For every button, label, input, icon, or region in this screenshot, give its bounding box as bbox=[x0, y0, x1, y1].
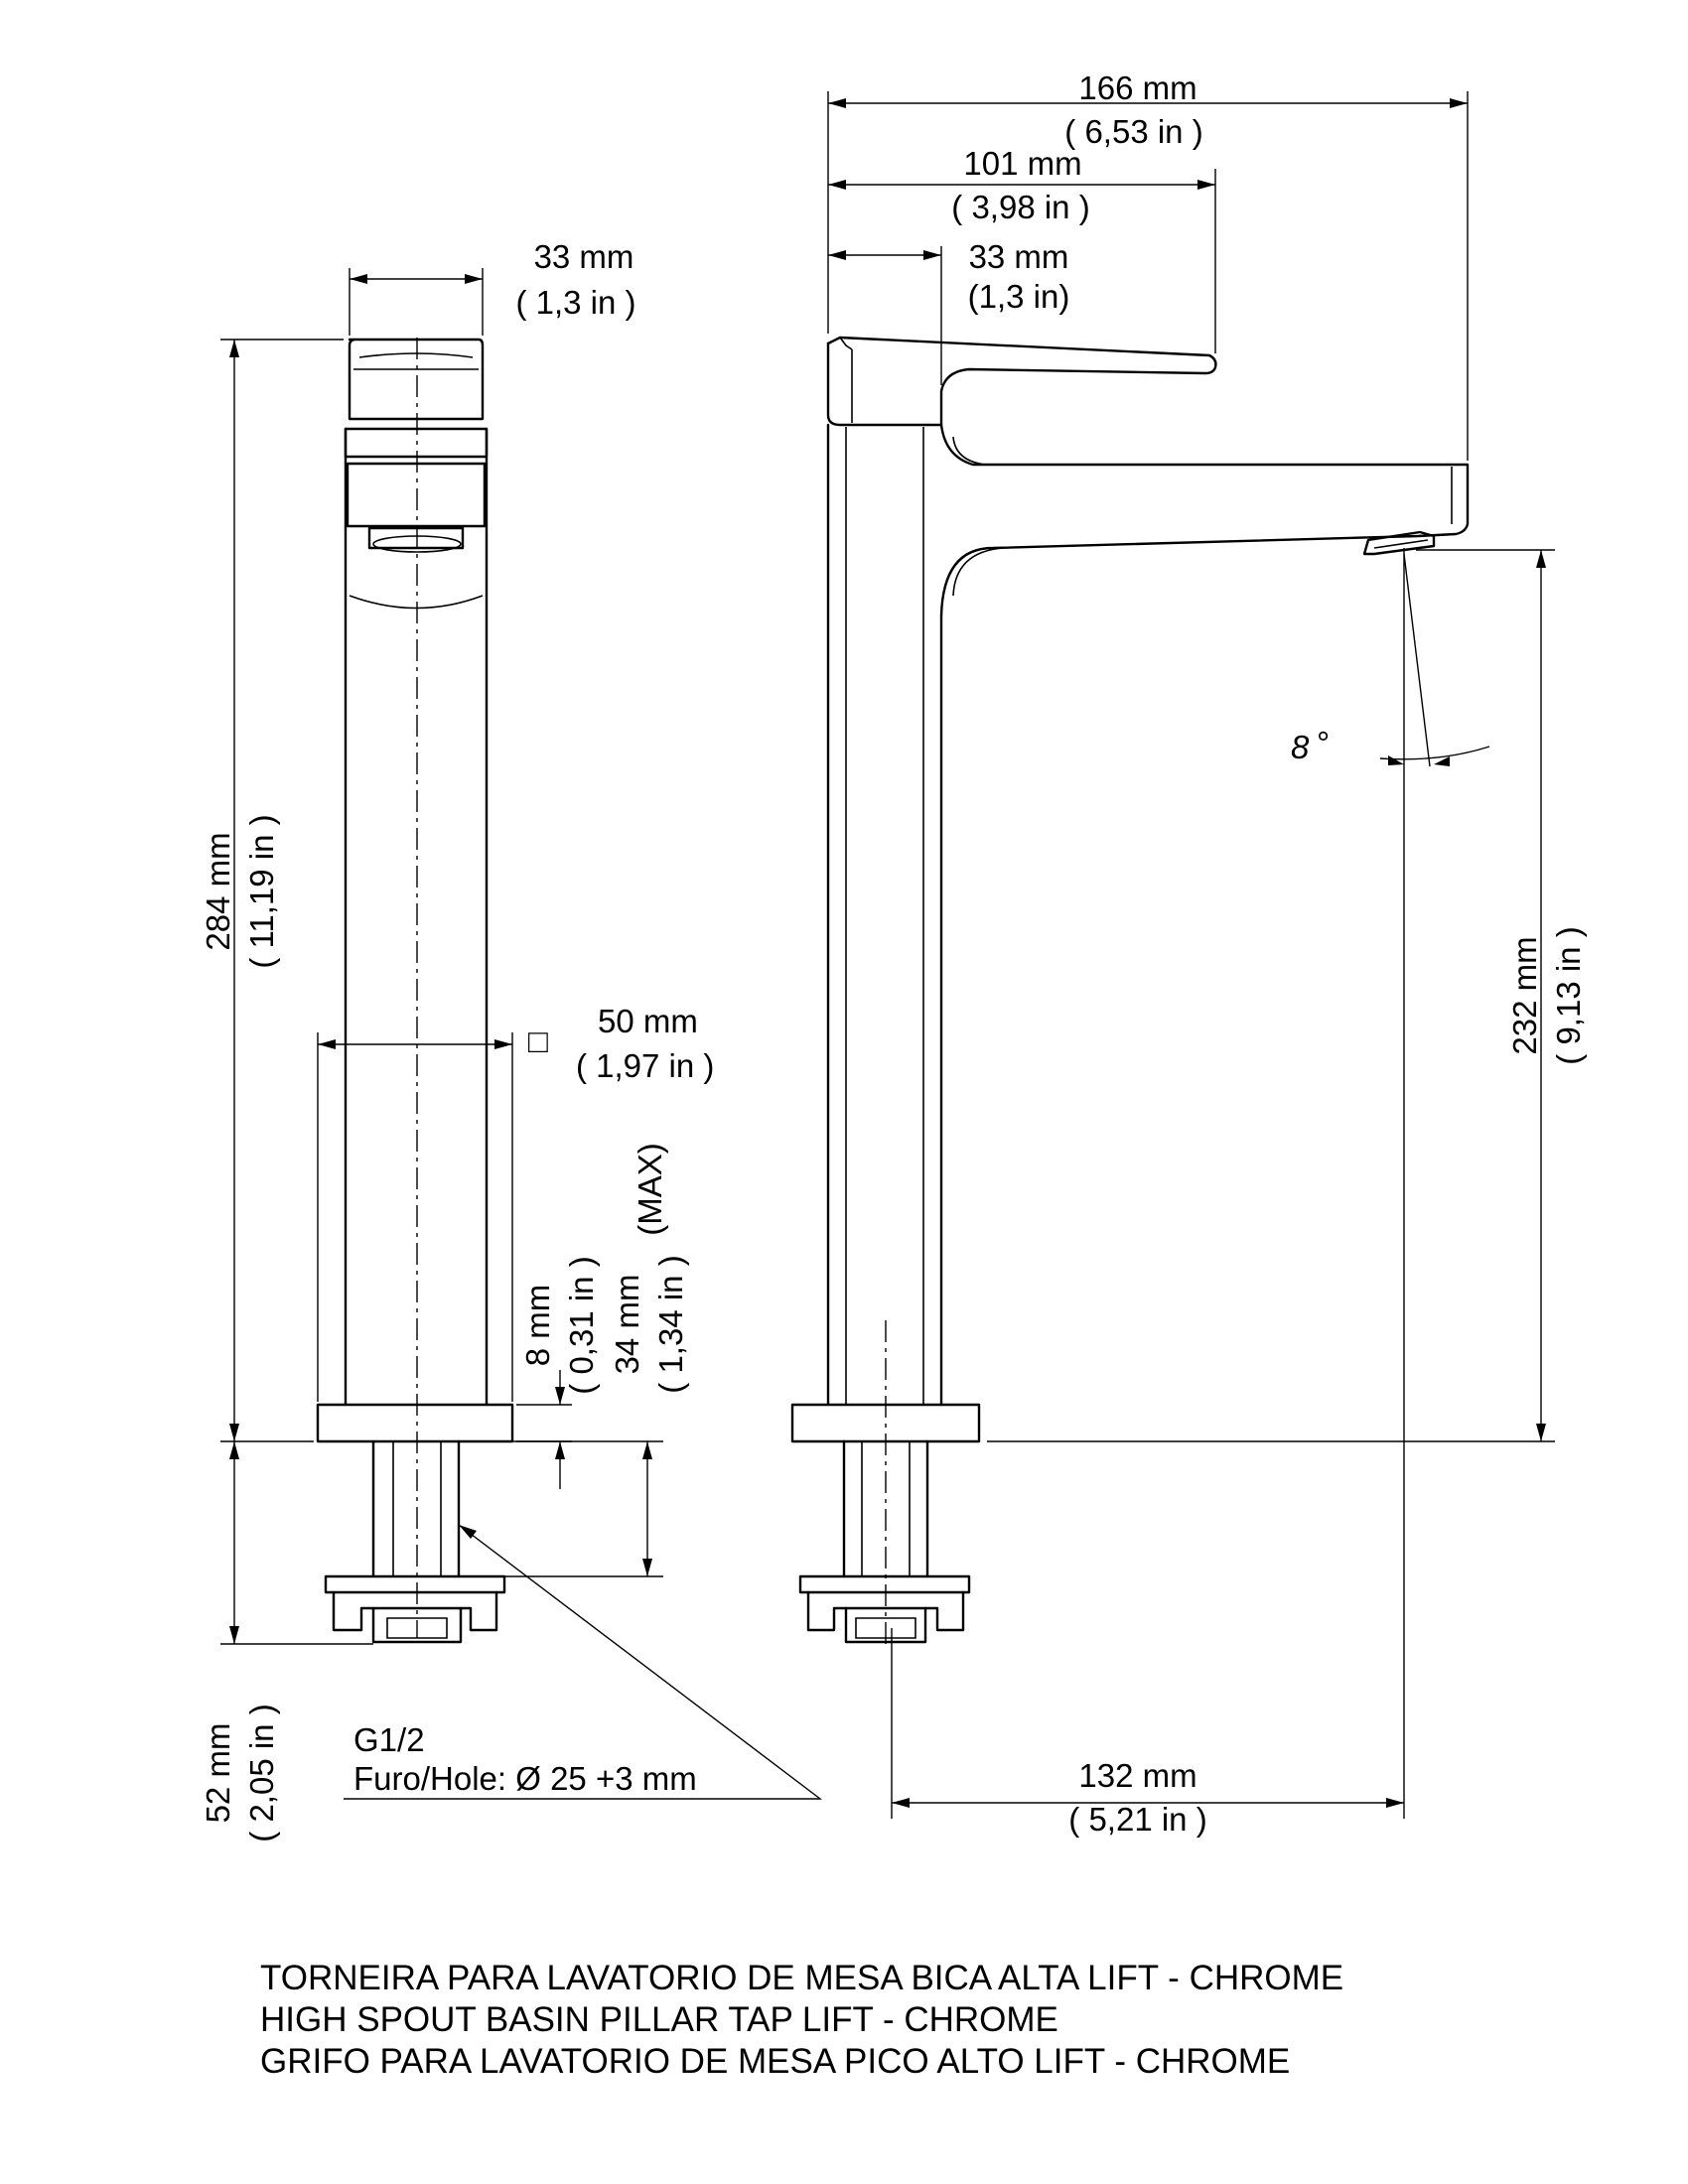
side-top-width-in: (1,3 in) bbox=[968, 278, 1070, 315]
side-labels: 166 mm ( 6,53 in ) 101 mm ( 3,98 in ) 33… bbox=[951, 69, 1587, 1838]
body-width-mm: 50 mm bbox=[598, 1003, 698, 1039]
counter-thickness-mm: 34 mm bbox=[609, 1275, 645, 1375]
front-labels: 33 mm ( 1,3 in ) 284 mm ( 11,19 in ) □ 5… bbox=[200, 238, 714, 1843]
front-height-in: ( 11,19 in ) bbox=[243, 814, 280, 968]
lever-length-mm: 101 mm bbox=[963, 145, 1081, 182]
title-block: TORNEIRA PARA LAVATORIO DE MESA BICA ALT… bbox=[260, 1959, 1343, 2081]
square-symbol: □ bbox=[528, 1023, 548, 1059]
counter-max-label: (MAX) bbox=[632, 1143, 668, 1236]
spout-height-mm: 232 mm bbox=[1506, 936, 1543, 1054]
front-dimension-lines bbox=[220, 268, 823, 1800]
front-view bbox=[316, 338, 514, 1644]
title-spanish: GRIFO PARA LAVATORIO DE MESA PICO ALTO L… bbox=[260, 2042, 1290, 2081]
title-portuguese: TORNEIRA PARA LAVATORIO DE MESA BICA ALT… bbox=[260, 1959, 1343, 1997]
counter-thickness-in: ( 1,34 in ) bbox=[652, 1255, 689, 1393]
base-height-in: ( 0,31 in ) bbox=[563, 1256, 600, 1394]
side-top-width-mm: 33 mm bbox=[969, 238, 1069, 275]
side-total-length-mm: 166 mm bbox=[1078, 69, 1196, 106]
side-view bbox=[790, 336, 1470, 1644]
side-total-length-in: ( 6,53 in ) bbox=[1064, 113, 1202, 150]
shank-length-mm: 52 mm bbox=[200, 1723, 236, 1824]
hole-label: Furo/Hole: Ø 25 +3 mm bbox=[353, 1760, 697, 1797]
spout-angle-value: 8 bbox=[1291, 729, 1310, 765]
shank-length-in: ( 2,05 in ) bbox=[243, 1704, 280, 1842]
front-top-width-mm: 33 mm bbox=[534, 238, 634, 275]
front-height-mm: 284 mm bbox=[200, 832, 236, 950]
lever-length-in: ( 3,98 in ) bbox=[951, 189, 1089, 225]
body-width-in: ( 1,97 in ) bbox=[576, 1047, 714, 1084]
side-dimension-lines bbox=[827, 91, 1555, 1819]
degree-symbol: ° bbox=[1317, 725, 1330, 761]
spout-height-in: ( 9,13 in ) bbox=[1550, 926, 1587, 1064]
spout-reach-in: ( 5,21 in ) bbox=[1068, 1801, 1206, 1838]
front-top-width-in: ( 1,3 in ) bbox=[515, 284, 635, 321]
thread-label: G1/2 bbox=[353, 1721, 425, 1758]
spout-reach-mm: 132 mm bbox=[1078, 1757, 1196, 1794]
base-height-mm: 8 mm bbox=[519, 1285, 556, 1367]
title-english: HIGH SPOUT BASIN PILLAR TAP LIFT - CHROM… bbox=[260, 2000, 1058, 2039]
